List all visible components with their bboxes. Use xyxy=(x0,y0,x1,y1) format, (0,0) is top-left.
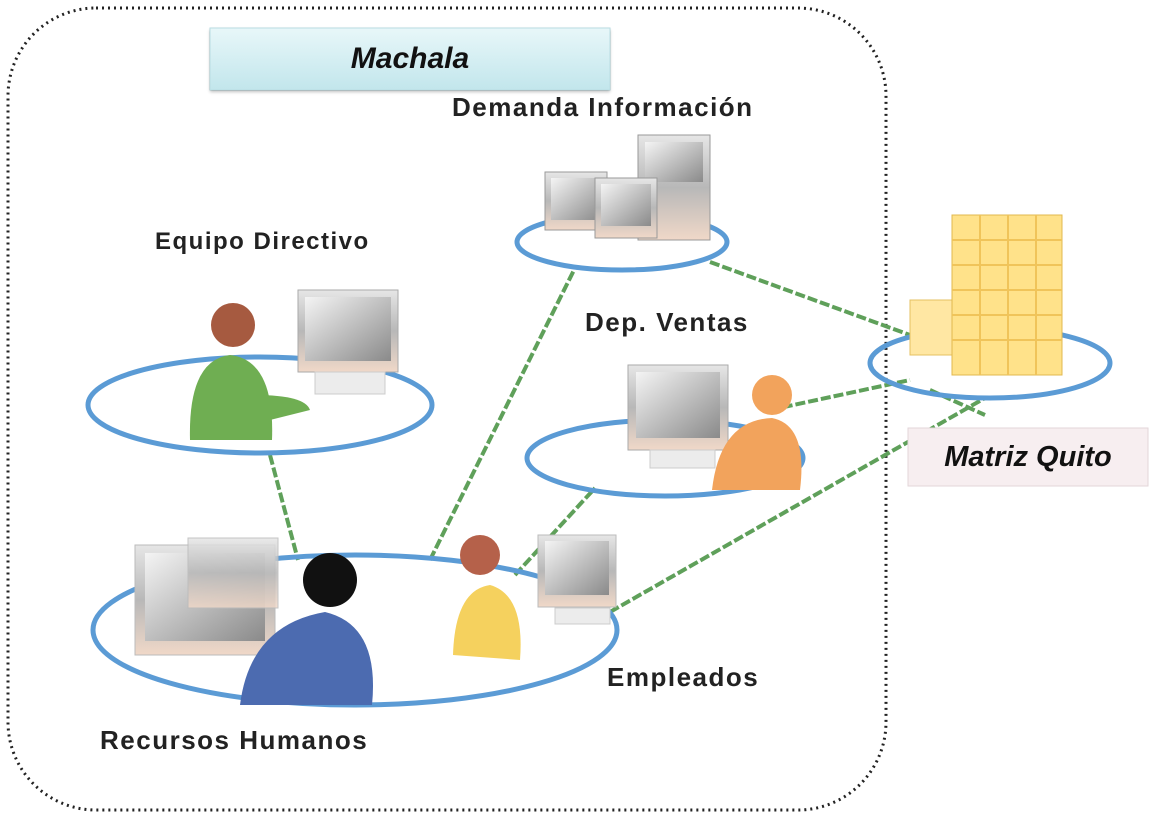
node-matriz-quito xyxy=(867,214,1113,401)
person-icon xyxy=(453,535,521,660)
label-demanda-informacion: Demanda Información xyxy=(452,92,754,122)
region-title: Machala xyxy=(210,28,610,90)
label-equipo-directivo: Equipo Directivo xyxy=(155,228,370,255)
node-recursos-humanos xyxy=(90,537,620,708)
computer-icon xyxy=(134,537,279,656)
computer-icon xyxy=(544,171,658,239)
label-empleados: Empleados xyxy=(607,662,760,692)
machala-title-box xyxy=(209,27,611,91)
label-recursos-humanos: Recursos Humanos xyxy=(100,725,369,755)
person-icon xyxy=(712,375,802,490)
person-icon xyxy=(189,303,310,440)
node-dep-ventas xyxy=(524,364,806,499)
node-demanda-informacion xyxy=(514,134,730,273)
link-empleados-ventas xyxy=(513,486,597,577)
computer-icon xyxy=(627,364,729,469)
label-dep-ventas: Dep. Ventas xyxy=(585,307,749,337)
link-ventas-quito xyxy=(769,378,911,412)
link-quito-down xyxy=(929,388,986,417)
link-directivo-rrhh xyxy=(268,454,300,561)
person-icon xyxy=(240,553,374,705)
quito-title-box xyxy=(907,427,1149,487)
node-empleados xyxy=(453,534,617,660)
node-equipo-directivo xyxy=(85,289,435,456)
link-demanda-quito xyxy=(709,260,911,337)
machala-region-border xyxy=(6,6,888,812)
computer-icon xyxy=(537,534,617,625)
computer-icon xyxy=(297,289,399,395)
building-icon xyxy=(909,214,1063,376)
link-rrhh-demanda xyxy=(428,267,577,561)
ring-directivo xyxy=(85,354,435,456)
remote-title: Matriz Quito xyxy=(944,440,1112,473)
